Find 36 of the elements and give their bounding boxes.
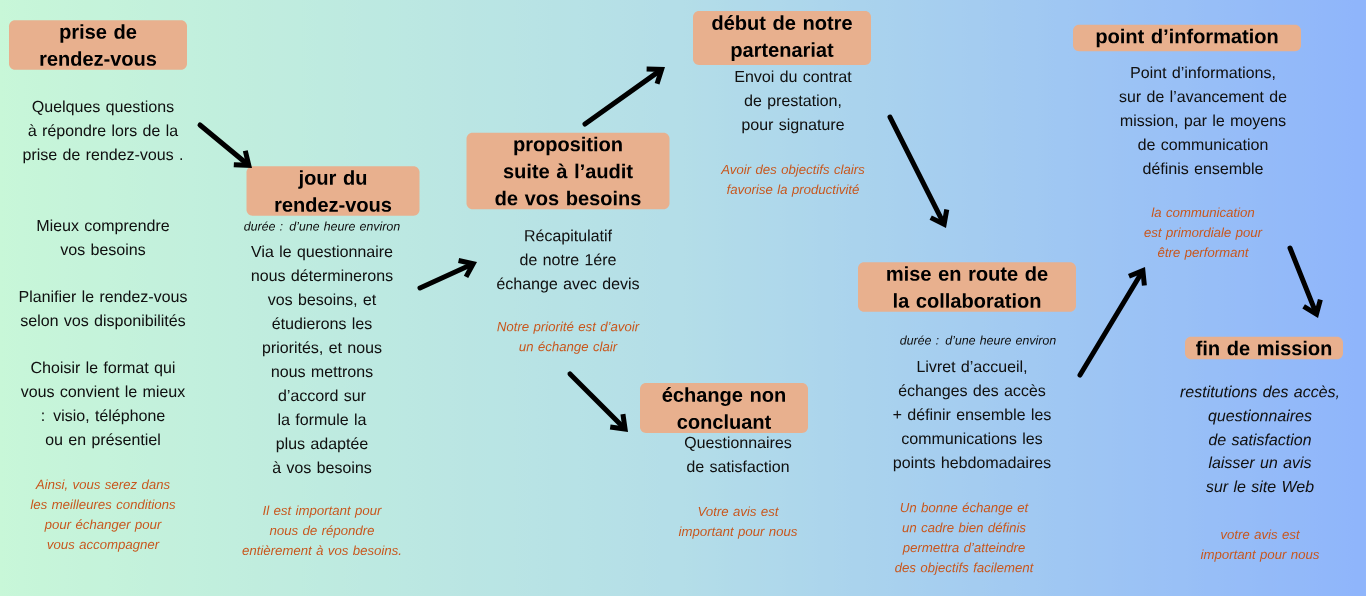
description-text: Questionnaires de satisfaction [684,436,792,473]
description-text: Choisir le format qui vous convient le mieux : visio, téléphone ou en présentiel [20,361,186,449]
highlight-band: point d’information [1073,24,1301,52]
description-text: Point d’informations, sur de l’avancement de mission, par le moyens de communication définis ensemble [1119,66,1287,175]
arrow [887,114,950,228]
note-text: Ainsi, vous serez dans les meilleures conditions pour échanger pour vous accompagner [30,479,176,552]
highlight-band: début de notre partenariat [693,11,871,65]
description-text: laisser un avis sur le site Web [1205,456,1314,493]
duration-text: durée : d’une heure environ [244,221,400,231]
arrow [1077,267,1147,378]
description-text: Planifier le rendez-vous selon vos disponibilités [19,290,187,330]
highlight-band: échange non concluant [640,383,808,433]
note-text: votre avis est important pour nous [1200,529,1320,562]
highlight-band: prise de rendez-vous [9,20,187,70]
description-text: Livret d’accueil, échanges des accès + définir ensemble les communications les points hebdomadaires [893,360,1051,472]
highlight-band: jour du rendez-vous [246,166,420,216]
arrow [582,66,665,127]
description-text: Envoi du contrat de prestation, pour signature [735,70,852,134]
arrow [1287,245,1323,318]
note-text: Il est important pour nous de répondre entièrement à vos besoins. [242,505,401,556]
note-text: Notre priorité est d’avoir un échange clair [497,321,640,354]
duration-text: durée : d’une heure environ [900,335,1056,345]
description-text: Mieux comprendre vos besoins [37,219,169,256]
arrow [197,122,252,168]
highlight-band: proposition suite à l’audit de vos besoins [466,132,670,210]
description-text: Quelques questions à répondre lors de la prise de rendez-vous . [23,100,182,164]
note-text: Avoir des objectifs clairs favorise la productivité [720,164,865,197]
highlight-band: fin de mission [1185,336,1343,360]
note-text: Un bonne échange et un cadre bien définis permettra d’atteindre des objectifs facilement [895,502,1034,575]
description-text: Via le questionnaire nous déterminerons vos besoins, et étudierons les priorités, et nous nous mettrons d’accord sur la formule la plus adaptée à vos besoins [251,245,393,474]
description-text: Récapitulatif de notre 1ére échange avec devis [497,229,639,293]
note-text: Votre avis est important pour nous [678,506,798,539]
highlight-band: mise en route de la collaboration [858,262,1076,312]
arrow [567,371,628,432]
arrow [417,258,477,291]
note-text: la communication est primordiale pour être performant [1144,207,1263,260]
